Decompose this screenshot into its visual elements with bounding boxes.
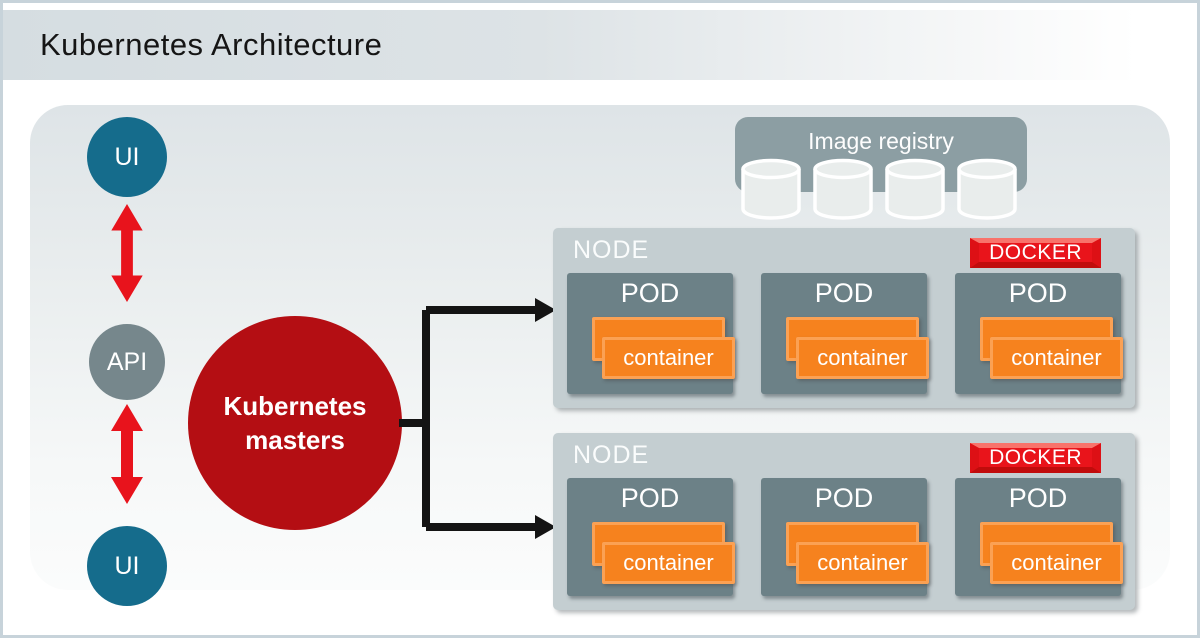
docker-badge-label: DOCKER — [989, 241, 1082, 264]
title-band: Kubernetes Architecture — [3, 10, 1197, 80]
pods-row: POD container POD container POD containe… — [567, 478, 1123, 596]
ui-circle-bottom: UI — [87, 526, 167, 606]
masters-label-line2: masters — [245, 425, 345, 455]
pod-label: POD — [620, 278, 680, 308]
container-box: container — [602, 337, 735, 379]
pod-label: POD — [1008, 278, 1068, 308]
pod-label: POD — [1008, 483, 1068, 513]
pod-box: POD container — [955, 478, 1123, 596]
pod-box: POD container — [761, 478, 929, 596]
arrowhead-node1 — [535, 298, 556, 322]
docker-badge: DOCKER — [970, 443, 1101, 473]
pod-label: POD — [814, 278, 874, 308]
pod-box: POD container — [567, 273, 735, 394]
container-box: container — [990, 337, 1123, 379]
node-box-2: NODE DOCKER POD container POD container … — [553, 433, 1135, 610]
ui-circle-top-label: UI — [114, 142, 140, 171]
kubernetes-masters-circle: Kubernetes masters — [188, 316, 402, 530]
api-circle-label: API — [106, 347, 148, 376]
node-1-label: NODE — [573, 236, 650, 264]
image-registry-label: Image registry — [808, 128, 954, 154]
node-box-1: NODE DOCKER POD container POD container … — [553, 228, 1135, 408]
container-box: container — [602, 542, 735, 584]
double-arrow-icon — [111, 204, 143, 302]
connector-arrows — [399, 298, 556, 539]
ui-circle-top: UI — [87, 117, 167, 197]
pod-label: POD — [620, 483, 680, 513]
docker-badge-label: DOCKER — [989, 446, 1082, 469]
node-2-label: NODE — [573, 441, 650, 469]
database-cylinders-icon — [741, 158, 1017, 220]
double-arrow-icon — [111, 404, 143, 504]
pod-box: POD container — [761, 273, 929, 394]
pod-box: POD container — [955, 273, 1123, 394]
page-title: Kubernetes Architecture — [40, 27, 383, 62]
container-box: container — [990, 542, 1123, 584]
container-box: container — [796, 337, 929, 379]
pods-row: POD container POD container POD containe… — [567, 273, 1123, 394]
pod-box: POD container — [567, 478, 735, 596]
api-circle: API — [89, 324, 165, 400]
arrowhead-node2 — [535, 515, 556, 539]
docker-badge: DOCKER — [970, 238, 1101, 268]
masters-label-line1: Kubernetes — [223, 391, 367, 421]
pod-label: POD — [814, 483, 874, 513]
ui-circle-bottom-label: UI — [114, 551, 140, 580]
container-box: container — [796, 542, 929, 584]
